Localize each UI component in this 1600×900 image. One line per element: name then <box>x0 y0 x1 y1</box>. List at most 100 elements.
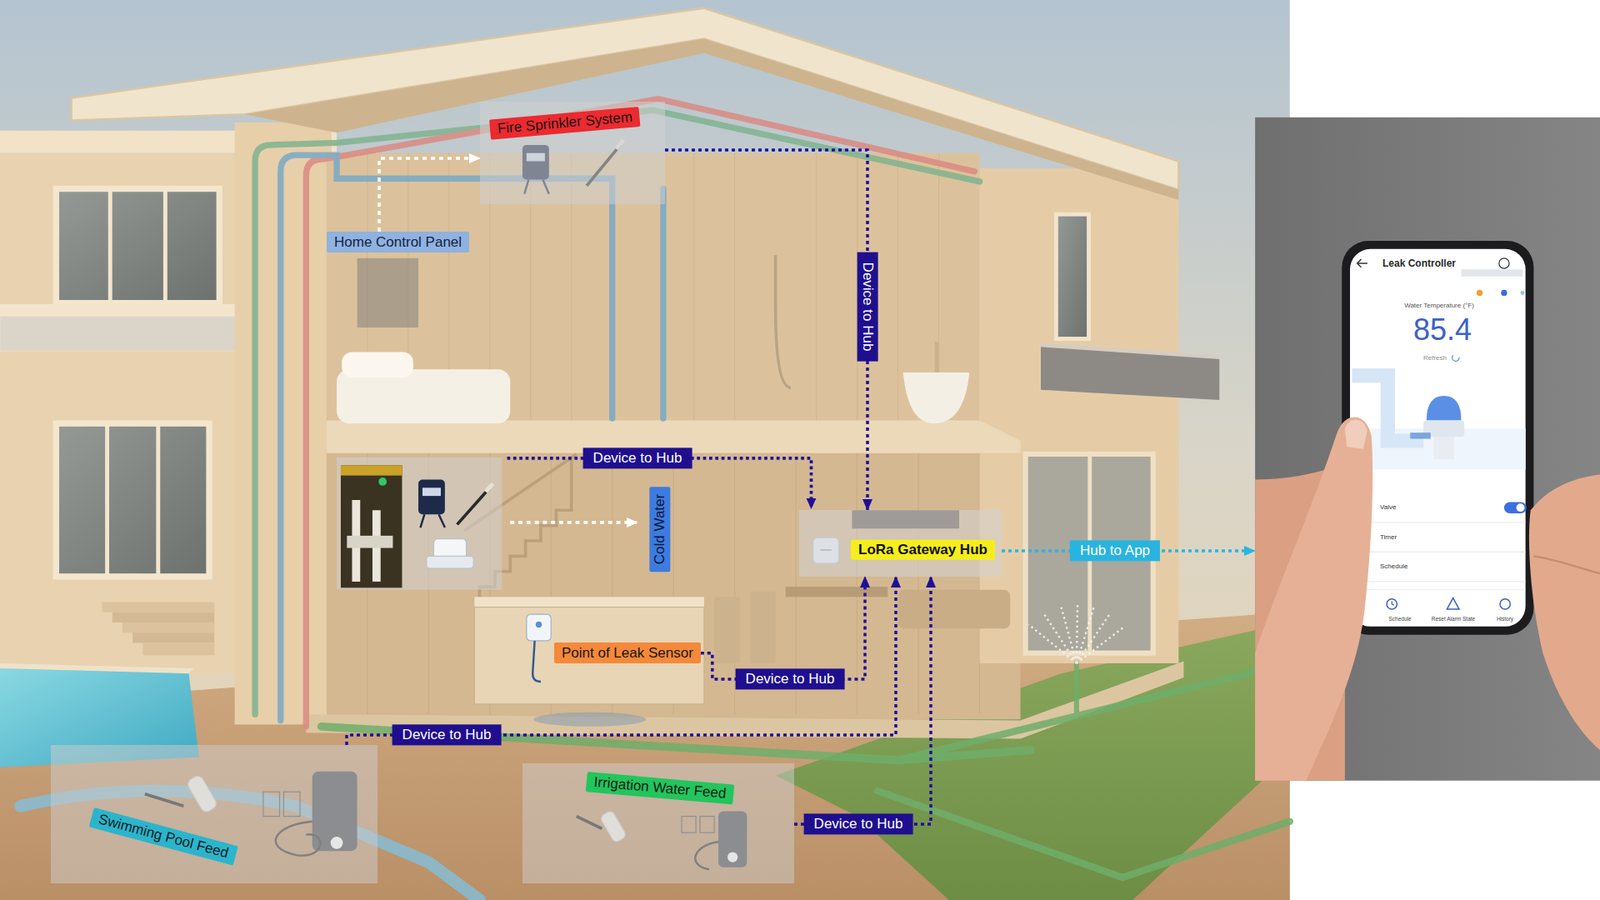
sprinkler-spray <box>1060 607 1076 664</box>
edge-label: Hub to App <box>1070 540 1160 561</box>
furniture <box>775 255 791 388</box>
signal-connector <box>665 150 868 510</box>
phone <box>1433 436 1454 460</box>
signal-connector <box>794 576 931 825</box>
furniture <box>935 341 940 373</box>
underground-pipes <box>1074 663 1080 715</box>
right-hand <box>1533 555 1600 574</box>
furniture <box>341 351 414 378</box>
side-wing <box>101 601 215 612</box>
side-wing <box>55 423 210 577</box>
right-hand <box>1529 474 1600 750</box>
sky <box>0 0 1290 900</box>
pipe-label: Cold Water <box>649 486 670 572</box>
refresh-link: Refresh <box>1423 354 1447 363</box>
layout-connectors <box>380 159 812 523</box>
app-screen: Leak ControllerWater Temperature (°F)85.… <box>1255 117 1600 781</box>
main-house <box>1055 214 1089 339</box>
gateway-hub: LoRa Gateway Hub <box>799 510 1002 577</box>
main-house <box>71 8 1220 740</box>
pipes <box>305 99 975 727</box>
signal-connector <box>700 576 865 680</box>
device-photos <box>336 457 502 590</box>
phone <box>1460 269 1522 277</box>
device-photos <box>422 487 441 496</box>
phone <box>1499 258 1510 269</box>
furniture <box>785 586 888 597</box>
app-panel <box>1255 117 1600 781</box>
furniture <box>474 596 705 607</box>
label-text: Cold Water <box>650 494 669 565</box>
phone <box>1476 290 1483 296</box>
tab-label: Reset Alarm State <box>1431 615 1475 623</box>
hub-title: LoRa Gateway Hub <box>850 540 995 560</box>
phone <box>1446 598 1460 610</box>
side-wing <box>122 622 215 633</box>
layout-connectors <box>510 520 637 525</box>
pipes <box>280 155 613 720</box>
edge-label: Device to Hub <box>856 252 878 362</box>
flow-label: Device to Hub <box>583 447 693 469</box>
device-group: Swimming Pool Feed <box>50 745 378 884</box>
side-wing <box>163 189 168 304</box>
signal-connector <box>379 158 480 232</box>
edge-label: Device to Hub <box>735 668 845 690</box>
device-photos <box>378 477 387 486</box>
device-group: Irrigation Water Feed <box>522 763 795 884</box>
phone <box>1500 599 1510 610</box>
screen-title: Leak Controller <box>1382 257 1456 270</box>
left-thumb <box>1345 420 1368 450</box>
underground-pipes <box>20 663 1290 900</box>
phone <box>1500 290 1507 296</box>
device-photos <box>457 487 490 525</box>
phone <box>1391 600 1394 605</box>
furniture <box>750 591 776 664</box>
phone <box>1504 501 1527 513</box>
sprinkler-spray <box>1028 604 1125 664</box>
edge-label: Device to Hub <box>804 813 914 835</box>
temperature-value: 85.4 <box>1413 311 1472 348</box>
device-group: Fire Sprinkler System <box>480 101 665 205</box>
side-wing <box>105 423 110 577</box>
label-text: Home Control Panel <box>334 233 462 251</box>
pipes <box>255 99 980 727</box>
leak-sensor-device <box>535 621 542 628</box>
side-wing <box>132 632 215 643</box>
sprinkler-spray <box>1028 624 1077 664</box>
sprinkler-spray <box>1042 612 1076 664</box>
leak-sensor-device <box>532 640 541 682</box>
device-photos <box>346 535 393 549</box>
phone <box>1410 432 1430 439</box>
group-title: Fire Sprinkler System <box>489 106 641 140</box>
leak-sensor-device <box>526 614 551 682</box>
device-photos <box>336 457 502 590</box>
phone <box>1426 395 1462 420</box>
device-photos <box>426 555 474 569</box>
signal-connector <box>346 576 896 745</box>
tab-label: Schedule <box>1388 615 1411 623</box>
label-text: Point of Leak Sensor <box>561 644 694 662</box>
sensor-label: Point of Leak Sensor <box>554 642 701 664</box>
device-photos <box>485 483 494 492</box>
furniture <box>357 258 419 328</box>
left-thumb <box>1255 417 1373 781</box>
underground-pipes <box>898 663 1290 760</box>
main-house <box>326 449 1021 720</box>
device-photos <box>340 465 402 475</box>
sky <box>0 0 1290 900</box>
left-thumb <box>1255 417 1373 781</box>
sprinkler-spray <box>1076 607 1095 664</box>
side-wing <box>108 189 113 304</box>
furniture <box>336 255 1010 727</box>
app-panel <box>1255 117 1600 781</box>
phone <box>1350 522 1525 590</box>
pipes <box>660 189 666 420</box>
right-hand <box>1529 474 1600 750</box>
setting-row: Timer <box>1380 533 1397 542</box>
panel-label: Home Control Panel <box>326 231 470 253</box>
